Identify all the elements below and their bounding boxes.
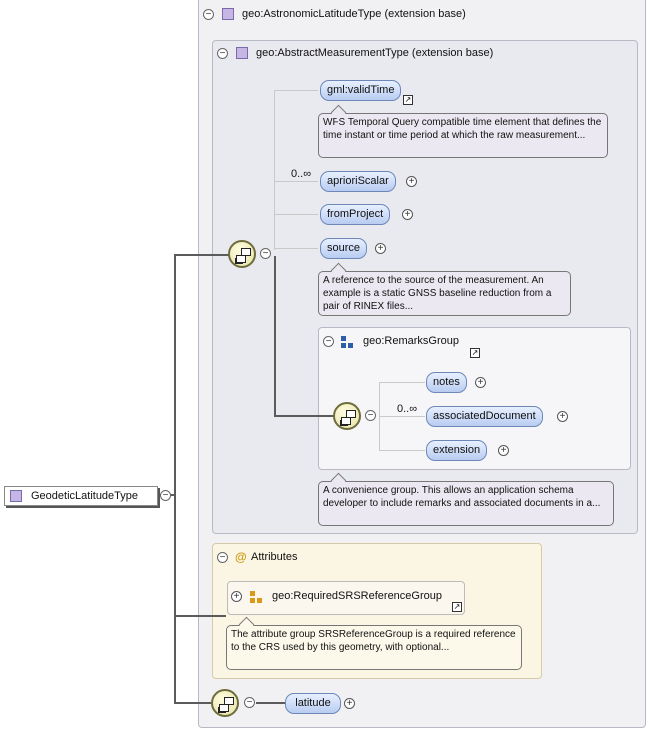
root-element-box[interactable]: GeodeticLatitudeType xyxy=(4,486,158,506)
element-apriori-scalar[interactable]: aprioriScalar xyxy=(320,171,396,192)
connector xyxy=(274,90,275,250)
collapse-remarks-sequence-toggle[interactable]: − xyxy=(365,410,376,421)
complex-type-icon xyxy=(236,47,248,59)
collapse-latitude-sequence-toggle[interactable]: − xyxy=(244,697,255,708)
expand-extension-toggle[interactable]: + xyxy=(498,445,509,456)
source-doc: A reference to the source of the measure… xyxy=(318,271,571,316)
occurrence-label: 0..∞ xyxy=(397,403,418,415)
connector xyxy=(174,254,176,704)
element-notes[interactable]: notes xyxy=(426,372,467,393)
collapse-root-toggle[interactable]: − xyxy=(160,490,171,501)
attributes-header: Attributes xyxy=(251,551,298,563)
connector xyxy=(379,382,425,383)
external-ref-icon[interactable]: ↗ xyxy=(452,602,462,612)
attribute-group-icon xyxy=(250,591,262,603)
connector xyxy=(274,181,318,182)
connector xyxy=(274,415,334,417)
expand-latitude-toggle[interactable]: + xyxy=(344,698,355,709)
connector xyxy=(379,450,425,451)
root-element-label: GeodeticLatitudeType xyxy=(31,490,139,502)
sequence-compositor-icon[interactable] xyxy=(211,689,239,717)
collapse-sequence-toggle[interactable]: − xyxy=(260,248,271,259)
connector xyxy=(256,702,286,704)
expand-source-toggle[interactable]: + xyxy=(375,243,386,254)
remarks-group-label: geo:RemarksGroup xyxy=(363,335,459,347)
element-valid-time[interactable]: gml:validTime xyxy=(320,80,402,101)
external-ref-icon[interactable]: ↗ xyxy=(403,95,413,105)
abstract-header: geo:AbstractMeasurementType (extension b… xyxy=(256,47,494,59)
element-latitude[interactable]: latitude xyxy=(285,693,341,714)
required-srs-reference-group-box[interactable] xyxy=(227,581,465,615)
expand-from-project-toggle[interactable]: + xyxy=(402,209,413,220)
attribute-at-icon: @ xyxy=(235,550,247,564)
connector xyxy=(274,214,318,215)
sequence-compositor-icon[interactable] xyxy=(228,240,256,268)
element-from-project[interactable]: fromProject xyxy=(320,204,391,225)
connector xyxy=(174,615,226,617)
expand-srs-group-toggle[interactable]: + xyxy=(231,591,242,602)
collapse-attributes-toggle[interactable]: − xyxy=(217,552,228,563)
expand-apriori-scalar-toggle[interactable]: + xyxy=(406,176,417,187)
valid-time-doc: WFS Temporal Query compatible time eleme… xyxy=(318,113,608,158)
complex-type-icon xyxy=(222,8,234,20)
remarks-doc: A convenience group. This allows an appl… xyxy=(318,481,614,526)
astronomic-header: geo:AstronomicLatitudeType (extension ba… xyxy=(242,8,466,20)
connector xyxy=(174,254,229,256)
element-associated-document[interactable]: associatedDocument xyxy=(426,406,543,427)
srs-group-doc: The attribute group SRSReferenceGroup is… xyxy=(226,625,522,670)
group-icon xyxy=(341,336,353,348)
collapse-astronomic-toggle[interactable]: − xyxy=(203,9,214,20)
sequence-compositor-icon[interactable] xyxy=(333,402,361,430)
collapse-abstract-toggle[interactable]: − xyxy=(217,48,228,59)
connector xyxy=(174,702,212,704)
occurrence-label: 0..∞ xyxy=(291,168,312,180)
connector xyxy=(379,416,425,417)
external-ref-icon[interactable]: ↗ xyxy=(470,348,480,358)
srs-group-label: geo:RequiredSRSReferenceGroup xyxy=(272,590,442,602)
expand-associated-document-toggle[interactable]: + xyxy=(557,411,568,422)
collapse-remarks-toggle[interactable]: − xyxy=(323,336,334,347)
connector xyxy=(274,256,276,416)
element-source[interactable]: source xyxy=(320,238,368,259)
complex-type-icon xyxy=(10,490,22,502)
expand-notes-toggle[interactable]: + xyxy=(475,377,486,388)
connector xyxy=(274,248,318,249)
element-extension[interactable]: extension xyxy=(426,440,488,461)
connector xyxy=(274,90,318,91)
